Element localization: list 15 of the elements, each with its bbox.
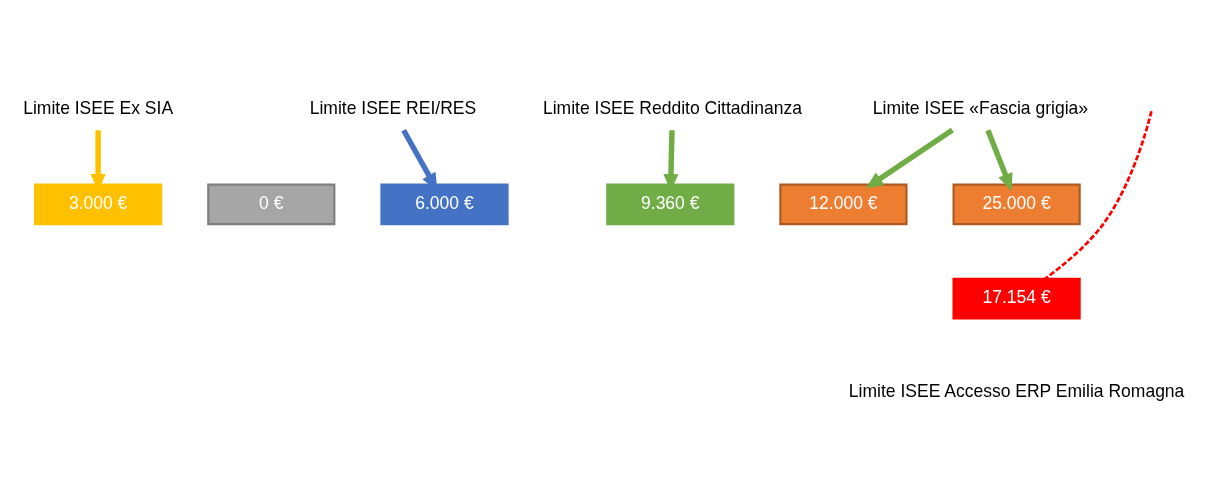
arrow [985,129,1013,191]
node-text: Limite ISEE Reddito Cittadinanza [542,98,802,119]
connector [1044,110,1153,280]
node-box: 0 € [207,183,336,226]
node-box: 25.000 € [952,183,1081,226]
node-label: Limite ISEE Accesso ERP Emilia Romagna [848,381,1185,402]
node-box: 3.000 € [34,183,163,226]
node-text: Limite ISEE REI/RES [309,98,477,119]
node-text: Limite ISEE Ex SIA [23,98,174,119]
node-box: 12.000 € [779,183,908,226]
node-box: 17.154 € [952,277,1081,320]
node-box: 6.000 € [380,183,509,226]
node-box: 9.360 € [606,183,735,226]
arrow [865,127,954,189]
node-text: Limite ISEE «Fascia grigia» [872,98,1089,119]
